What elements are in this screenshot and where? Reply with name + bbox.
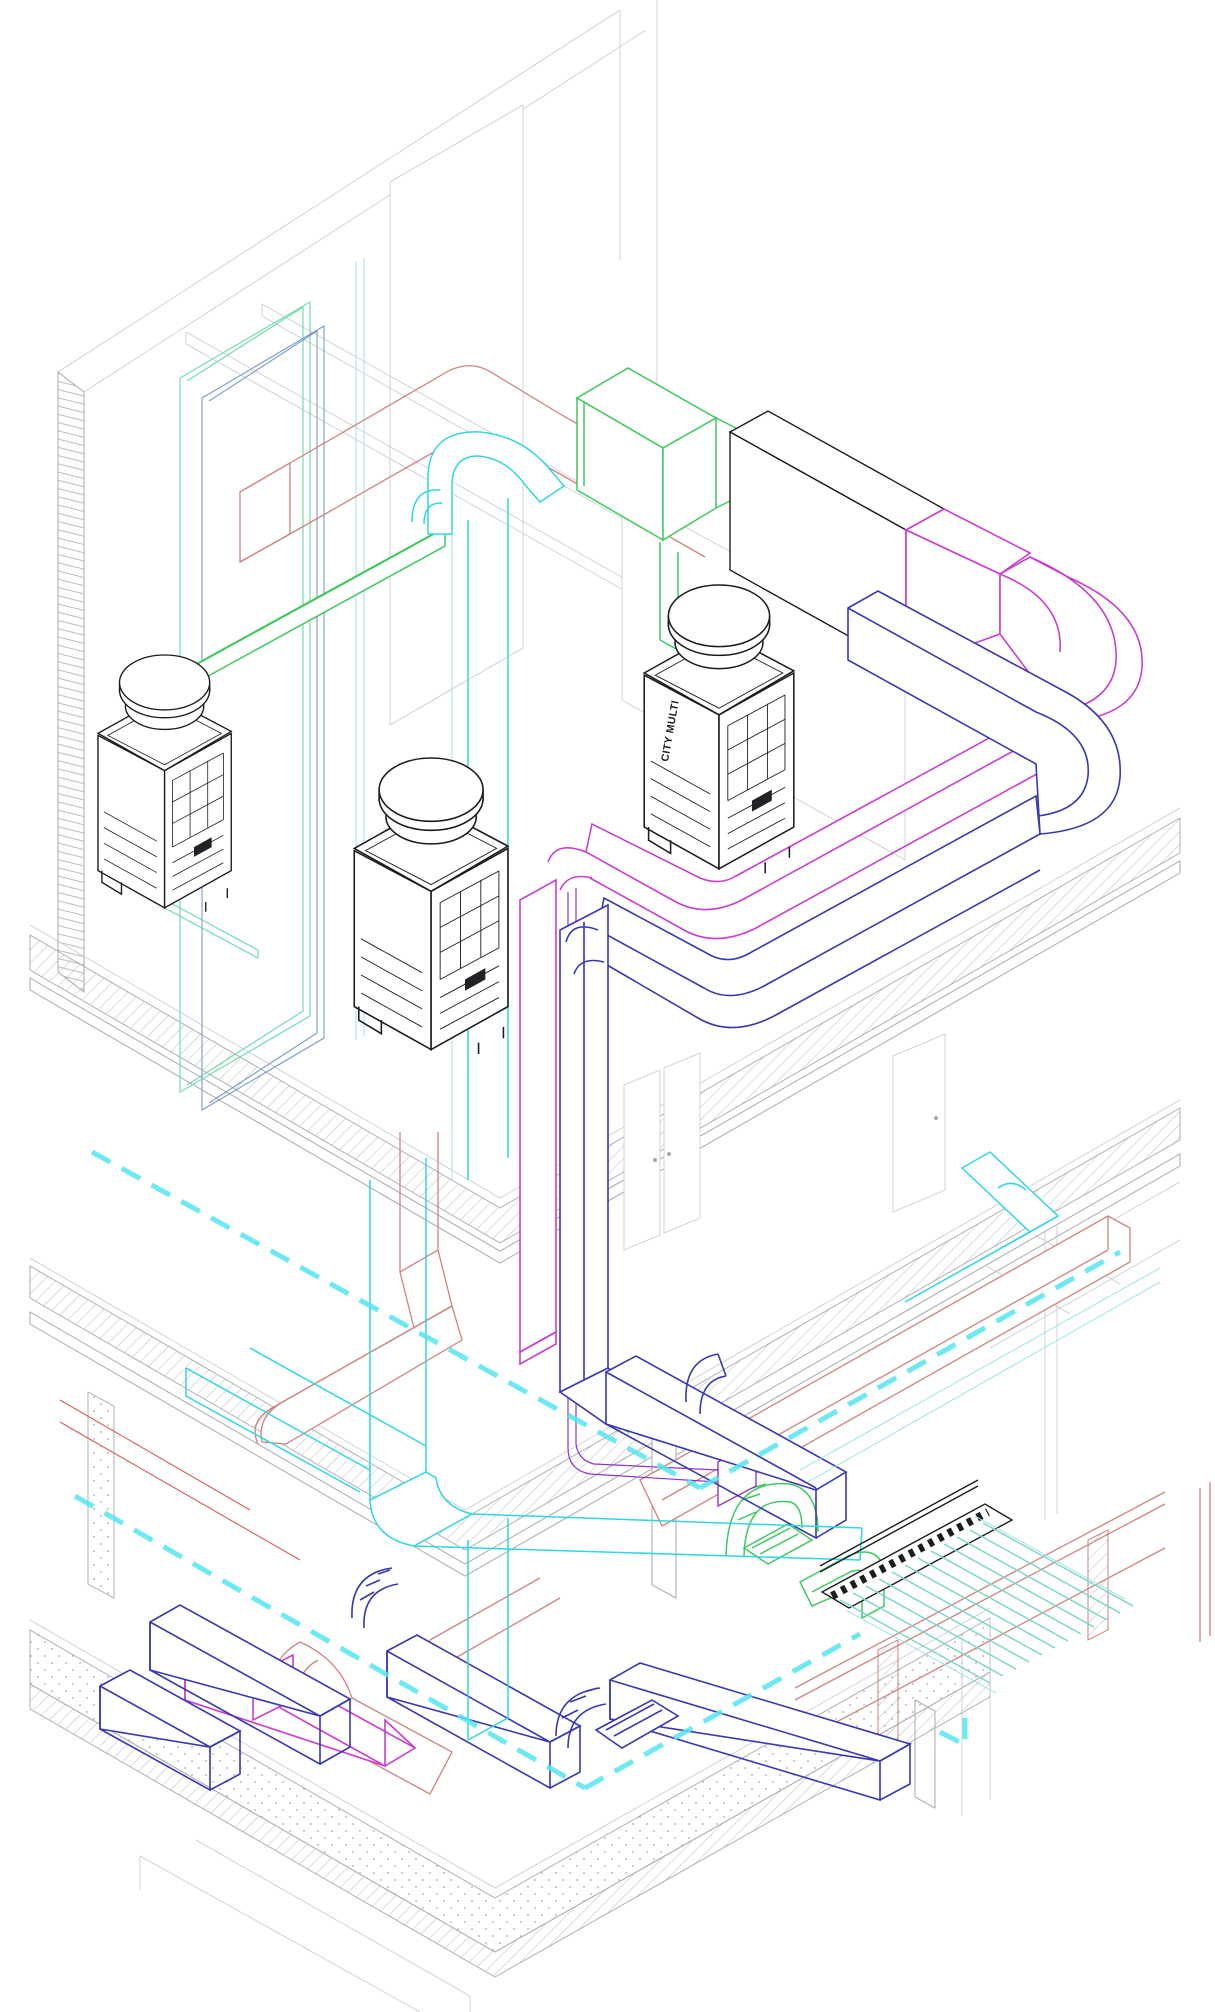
linear-unit-with-pipes — [819, 1479, 1134, 1694]
supply-duct-system — [189, 367, 885, 1620]
outdoor-unit-left — [97, 654, 232, 913]
fresh-air-duct-system — [185, 431, 1161, 1741]
unit-pallet-rails — [149, 891, 259, 959]
return-duct-loop — [99, 590, 1121, 1802]
outdoor-unit-middle — [353, 757, 509, 1055]
hidden-route-dashes — [73, 1149, 1122, 1791]
outdoor-units: CITY MULTI — [97, 584, 795, 1055]
